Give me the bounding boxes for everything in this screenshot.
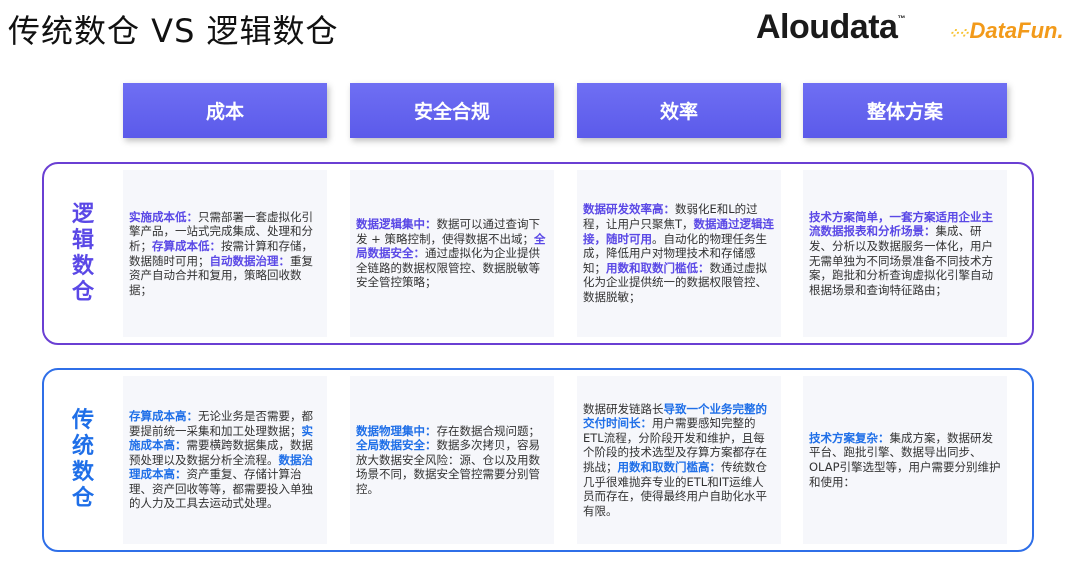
body-text: 通过虚拟化为企业提供全链路的数据权限管控、数据脱敏等安全管控策略； — [356, 246, 540, 290]
dots-icon: ⁘⁘ — [948, 25, 970, 41]
body-text: 数弱化E和L的过程，让用户只聚焦T， — [583, 202, 758, 232]
header-cost: 成本 — [123, 83, 327, 138]
highlight-text: 数据治理成本高： — [129, 452, 313, 482]
highlight-text: 全局数据安全： — [356, 231, 546, 261]
body-text: 存在数据合规问题； — [436, 423, 541, 438]
body-text: 数据多次拷贝，容易放大数据安全风险：源、仓以及用数场景不同，数据安全管控需要分别… — [356, 438, 540, 496]
body-text: 无论业务是否需要，都要提前统一采集和加工处理数据； — [129, 408, 313, 438]
cell-text: 技术方案复杂：集成方案，数据研发平台、跑批引擎、数据导出同步、OLAP引擎选型等… — [809, 431, 1001, 489]
highlight-text: 导致一个业务完整的交付时间长： — [583, 401, 767, 431]
cell-text: 数据逻辑集中：数据可以通过查询下发 + 策略控制，使得数据不出域；全局数据安全：… — [356, 217, 548, 290]
aloudata-logo: Aloudata™ — [756, 8, 905, 47]
cell-text: 存算成本高：无论业务是否需要，都要提前统一采集和加工处理数据；实施成本高：需要横… — [129, 409, 321, 511]
highlight-text: 数据逻辑集中： — [356, 217, 437, 232]
cell-text: 数据物理集中：存在数据合规问题；全局数据安全：数据多次拷贝，容易放大数据安全风险… — [356, 424, 548, 497]
highlight-text: 数据物理集中： — [356, 423, 437, 438]
body-text: 数据研发链路长 — [583, 401, 664, 416]
cell-text: 数据研发链路长导致一个业务完整的交付时间长：用户需要感知完整的ETL流程，分阶段… — [583, 402, 775, 519]
highlight-text: 实施成本高： — [129, 423, 313, 453]
cell-logical-2: 数据研发效率高：数弱化E和L的过程，让用户只聚焦T，数据通过逻辑连接，随时可用。… — [577, 170, 781, 337]
cell-traditional-1: 数据物理集中：存在数据合规问题；全局数据安全：数据多次拷贝，容易放大数据安全风险… — [350, 376, 554, 544]
highlight-text: 数据研发效率高： — [583, 202, 675, 217]
cell-text: 实施成本低：只需部署一套虚拟化引擎产品，一站式完成集成、处理和分析；存算成本低：… — [129, 210, 321, 298]
body-text: 集成方案，数据研发平台、跑批引擎、数据导出同步、OLAP引擎选型等，用户需要分别… — [809, 430, 1001, 489]
traditional-row-border — [42, 368, 1034, 552]
cell-logical-3: 技术方案简单，一套方案适用企业主流数据报表和分析场景：集成、研发、分析以及数据服… — [803, 170, 1007, 337]
cell-logical-1: 数据逻辑集中：数据可以通过查询下发 + 策略控制，使得数据不出域；全局数据安全：… — [350, 170, 554, 337]
row-label-logical: 逻辑数仓 — [71, 201, 94, 305]
body-text: 重复资产自动合并和复用，策略回收数据； — [129, 253, 313, 297]
body-text: 数通过虚拟化为企业提供统一的数据权限管控、数据脱敏； — [583, 260, 767, 304]
header-efficiency: 效率 — [577, 83, 781, 138]
highlight-text: 自动数据治理： — [209, 253, 291, 268]
logical-row-border — [42, 162, 1034, 345]
body-text: 只需部署一套虚拟化引擎产品，一站式完成集成、处理和分析； — [129, 209, 313, 253]
highlight-text: 实施成本低： — [129, 209, 198, 224]
body-text: 按需计算和存储，数据随时可用； — [129, 238, 313, 268]
datafun-logo-text: DataFun. — [969, 18, 1064, 43]
body-text: 资产重复、存储计算治理、资产回收等等，都需要投入单独的人力及工具去运动式处理。 — [129, 467, 313, 511]
cell-text: 数据研发效率高：数弱化E和L的过程，让用户只聚焦T，数据通过逻辑连接，随时可用。… — [583, 202, 775, 304]
body-text: 传统数仓几乎很难抛弃专业的ETL和IT运维人员而存在，使得最终用户自助化水平有限… — [583, 460, 767, 518]
highlight-text: 存算成本高： — [129, 408, 198, 423]
highlight-text: 全局数据安全： — [356, 438, 437, 453]
trademark: ™ — [897, 14, 905, 23]
highlight-text: 技术方案简单，一套方案适用企业主流数据报表和分析场景： — [809, 209, 993, 239]
cell-logical-0: 实施成本低：只需部署一套虚拟化引擎产品，一站式完成集成、处理和分析；存算成本低：… — [123, 170, 327, 337]
cell-traditional-0: 存算成本高：无论业务是否需要，都要提前统一采集和加工处理数据；实施成本高：需要横… — [123, 376, 327, 544]
row-label-traditional: 传统数仓 — [71, 408, 94, 511]
body-text: 数据可以通过查询下发 + 策略控制，使得数据不出域； — [356, 217, 540, 246]
cell-traditional-3: 技术方案复杂：集成方案，数据研发平台、跑批引擎、数据导出同步、OLAP引擎选型等… — [803, 376, 1007, 544]
body-text: 用户需要感知完整的ETL流程，分阶段开发和维护，且每个阶段的技术选型及存算方案都… — [583, 416, 767, 474]
highlight-text: 技术方案复杂： — [809, 430, 890, 445]
page-title: 传统数仓 VS 逻辑数仓 — [8, 12, 339, 50]
header-overall: 整体方案 — [803, 83, 1007, 138]
highlight-text: 用数和取数门槛低： — [606, 260, 710, 275]
aloudata-logo-text: Aloudata — [756, 8, 898, 46]
body-text: 。自动化的物理任务生成，降低用户对物理技术和存储感知； — [583, 231, 767, 275]
highlight-text: 数据通过逻辑连接，随时可用 — [583, 217, 775, 246]
cell-text: 技术方案简单，一套方案适用企业主流数据报表和分析场景：集成、研发、分析以及数据服… — [809, 210, 1001, 298]
body-text: 集成、研发、分析以及数据服务一体化，用户无需单独为不同场景准备不同技术方案，跑批… — [809, 224, 993, 297]
highlight-text: 存算成本低： — [152, 238, 221, 253]
highlight-text: 用数和取数门槛高： — [617, 460, 722, 474]
body-text: 需要横跨数据集成，数据预处理以及数据分析全流程。 — [129, 438, 313, 467]
cell-traditional-2: 数据研发链路长导致一个业务完整的交付时间长：用户需要感知完整的ETL流程，分阶段… — [577, 376, 781, 544]
header-security: 安全合规 — [350, 83, 554, 138]
datafun-logo: ⁘⁘DataFun. — [948, 18, 1064, 44]
